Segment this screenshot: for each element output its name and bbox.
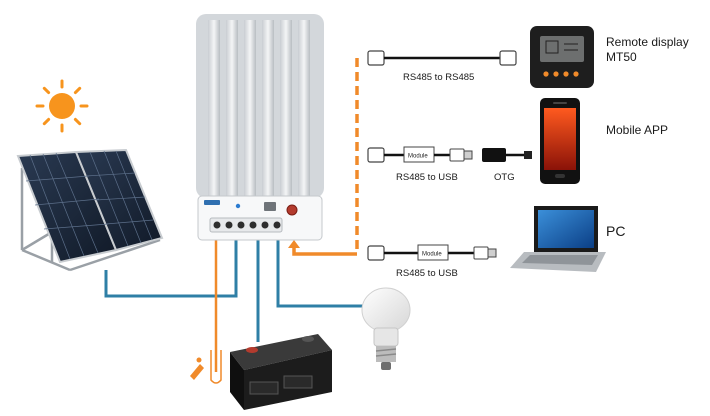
cable-label-rs485-rs485: RS485 to RS485 — [403, 72, 474, 83]
battery-icon — [230, 334, 332, 410]
otg-adapter: OTG — [482, 148, 532, 183]
wire-solar-to-controller — [104, 235, 238, 298]
remote-display-label: Remote display — [606, 35, 689, 49]
cable-label-otg: OTG — [494, 172, 515, 183]
mobile-phone: Mobile APP — [540, 98, 668, 184]
controller-status-led — [235, 203, 241, 209]
temperature-sensor-icon — [190, 350, 222, 384]
controller-terminals — [209, 217, 283, 233]
rj45-port — [264, 202, 276, 211]
remote-display-model: MT50 — [606, 50, 637, 64]
rs485-to-usb-cable-pc: Module RS485 to USB — [367, 244, 497, 279]
heatsink-fins — [208, 20, 310, 198]
module-label-pc: Module — [422, 252, 442, 258]
module-label-mobile: Module — [408, 154, 428, 160]
comm-link-to-controller — [292, 246, 357, 256]
comm-wires — [288, 58, 359, 256]
mobile-app-label: Mobile APP — [606, 123, 668, 137]
charge-controller — [196, 14, 324, 241]
wire-load — [276, 235, 372, 308]
laptop-pc: PC — [510, 206, 625, 272]
pc-label: PC — [606, 223, 625, 239]
cable-label-rs485-usb-pc: RS485 to USB — [396, 268, 458, 279]
sun-icon — [35, 79, 89, 133]
cable-label-rs485-usb-mobile: RS485 to USB — [396, 172, 458, 183]
controller-brand-logo — [204, 200, 220, 205]
rs485-to-usb-cable-mobile: Module RS485 to USB — [367, 146, 473, 183]
remote-display-mt50: Remote display MT50 — [530, 26, 689, 88]
comm-arrow-head — [288, 240, 300, 248]
controller-fuse — [286, 204, 298, 216]
solar-panel-array — [16, 148, 164, 272]
led-bulb-icon — [361, 287, 411, 370]
rs485-to-rs485-cable: RS485 to RS485 — [367, 50, 517, 83]
power-wires — [104, 235, 372, 372]
